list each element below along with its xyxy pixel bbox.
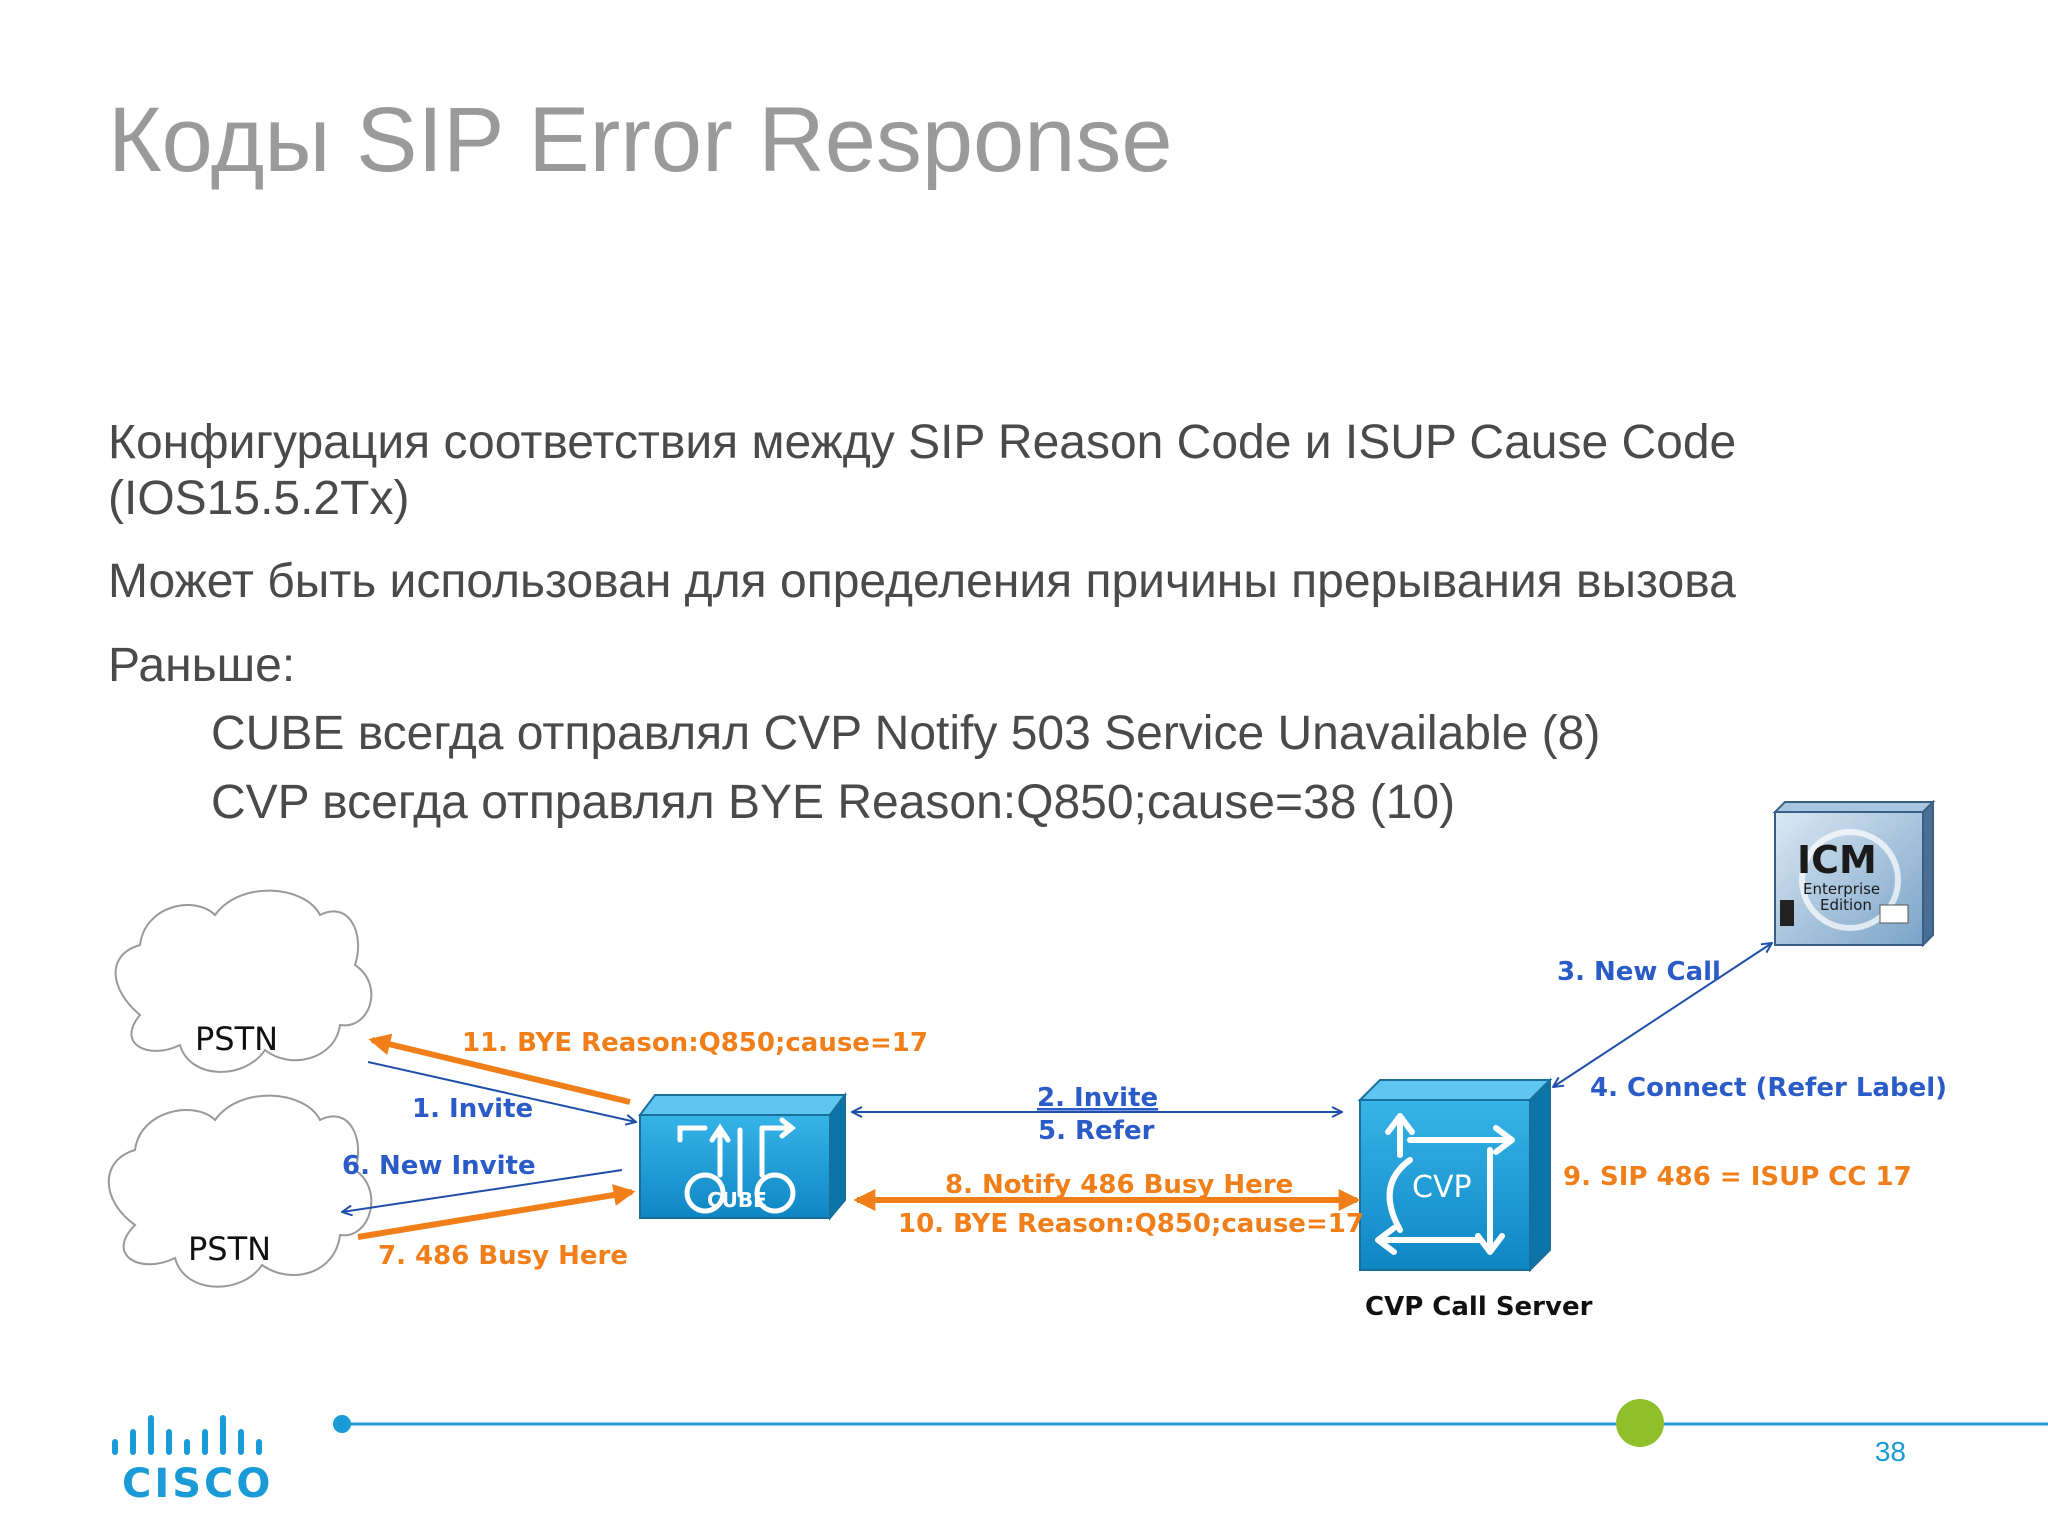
cube-caption: CUBE	[707, 1188, 767, 1212]
body-line-1a: Конфигурация соответствия между SIP Reas…	[108, 416, 1737, 469]
cvp-arrows-icon	[1375, 1113, 1515, 1255]
page-number: 38	[1874, 1436, 1906, 1467]
arrow-1-invite	[367, 1061, 636, 1122]
footer-line-start-dot	[333, 1415, 351, 1433]
cisco-wordmark: CISCO	[122, 1461, 273, 1507]
msg-9: 9. SIP 486 = ISUP CC 17	[1563, 1162, 1912, 1192]
pstn-top-label: PSTN	[195, 1020, 278, 1058]
arrow-6-new-invite	[342, 1169, 623, 1212]
body-line-1b: (IOS15.5.2Tx)	[108, 472, 410, 525]
icm-sub1: Enterprise	[1803, 880, 1880, 898]
cvp-device: CVP	[1357, 1077, 1553, 1273]
arrow-3-4-icm	[1553, 943, 1772, 1087]
msg-5: 5. Refer	[1038, 1116, 1155, 1146]
pstn-cloud-top: PSTN	[114, 889, 373, 1073]
arrow-7-busy	[357, 1184, 636, 1240]
footer-progress-marker	[1616, 1399, 1664, 1447]
msg-7: 7. 486 Busy Here	[378, 1241, 628, 1271]
cisco-logo: CISCO	[112, 1415, 273, 1507]
icm-sub2: Edition	[1820, 896, 1872, 914]
arrow-11-bye	[368, 1033, 631, 1105]
body-line-3: Раньше:	[108, 639, 296, 692]
msg-6: 6. New Invite	[342, 1151, 536, 1181]
cisco-bars-icon	[112, 1415, 262, 1455]
icm-title: ICM	[1797, 838, 1877, 882]
msg-1: 1. Invite	[412, 1094, 533, 1124]
mail-icon	[1879, 904, 1909, 924]
phone-icon	[1780, 900, 1794, 926]
msg-8: 8. Notify 486 Busy Here	[945, 1170, 1293, 1200]
msg-10: 10. BYE Reason:Q850;cause=17	[898, 1209, 1364, 1239]
msg-4: 4. Connect (Refer Label)	[1590, 1073, 1947, 1103]
msg-2: 2. Invite	[1037, 1083, 1158, 1113]
msg-11: 11. BYE Reason:Q850;cause=17	[462, 1028, 928, 1058]
msg-3: 3. New Call	[1557, 957, 1721, 987]
cvp-server-label: CVP Call Server	[1365, 1292, 1593, 1322]
body-line-2: Может быть использован для определения п…	[108, 555, 1736, 608]
bullet-2: CVP всегда отправлял BYE Reason:Q850;cau…	[211, 776, 1456, 829]
slide-title: Коды SIP Error Response	[108, 89, 1173, 191]
icm-enterprise-box: ICM Enterprise Edition	[1772, 799, 1936, 948]
pstn-bottom-label: PSTN	[188, 1230, 271, 1268]
bullet-1: CUBE всегда отправлял CVP Notify 503 Ser…	[211, 707, 1601, 760]
icm-cycle-icon	[1799, 829, 1901, 931]
cube-symbol-icon	[677, 1117, 797, 1214]
cvp-caption: CVP	[1412, 1170, 1472, 1205]
cube-device: CUBE	[638, 1092, 847, 1221]
pstn-cloud-bottom: PSTN	[107, 1094, 373, 1288]
